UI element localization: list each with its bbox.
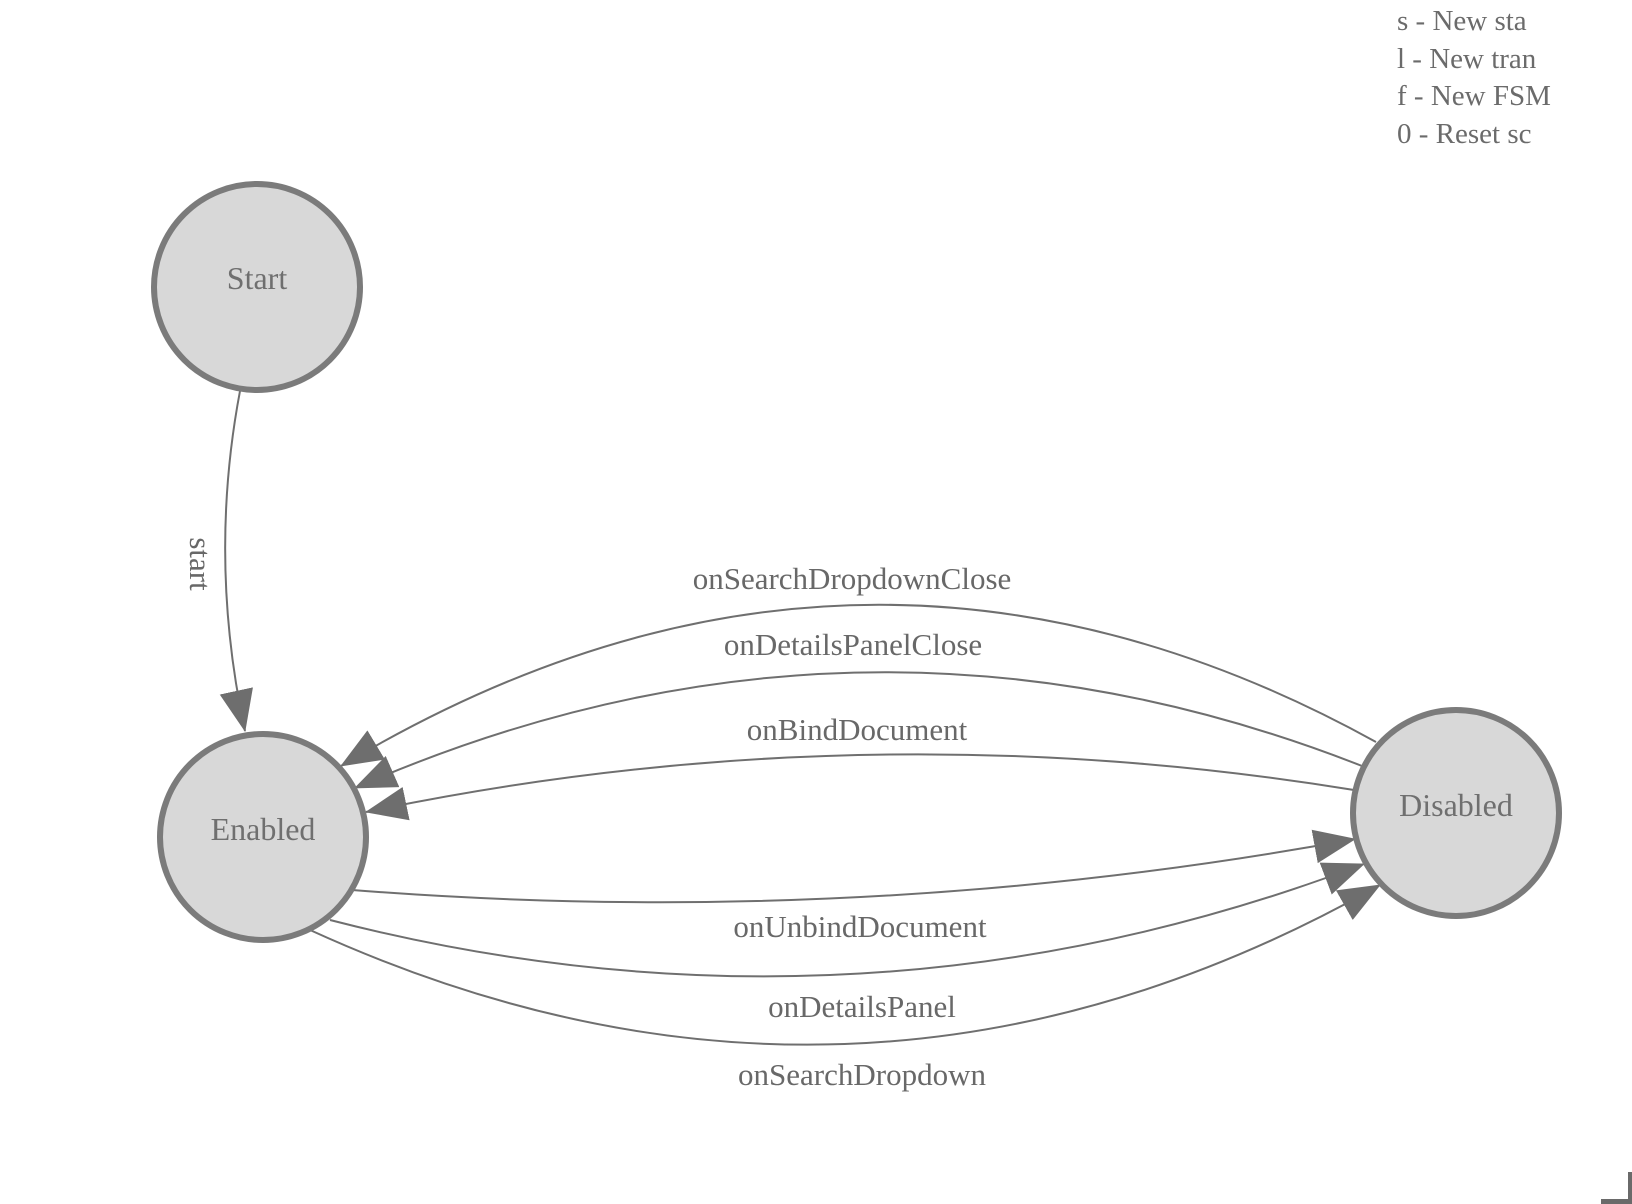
state-node-enabled[interactable]: Enabled	[157, 731, 369, 943]
shortcut-new-fsm: f - New FSM	[1397, 80, 1551, 112]
shortcut-new-transition: l - New tran	[1397, 42, 1537, 75]
corner-horizontal-bar	[1601, 1199, 1632, 1204]
transition-label-onSearchDropdown[interactable]: onSearchDropdown	[738, 1057, 986, 1092]
transition-label-onSearchDropdownClose[interactable]: onSearchDropdownClose	[693, 561, 1012, 596]
transition-label-onBindDocument[interactable]: onBindDocument	[747, 712, 968, 747]
transition-label-start[interactable]: start	[183, 537, 218, 591]
keyboard-shortcuts-legend: s - New sta l - New tran f - New FSM 0 -…	[1397, 3, 1632, 153]
edge-onUnbindDocument[interactable]	[351, 829, 1356, 904]
edge-onBindDocument[interactable]	[365, 753, 1355, 821]
shortcut-reset: 0 - Reset sc	[1397, 117, 1532, 150]
offscreen-widget-corner	[1601, 1172, 1632, 1204]
edge-start[interactable]	[219, 390, 253, 732]
edge-onSearchDropdown[interactable]	[309, 884, 1381, 1046]
transition-label-onUnbindDocument[interactable]: onUnbindDocument	[733, 909, 987, 944]
edge-onDetailsPanel[interactable]	[329, 862, 1365, 978]
state-circle-start[interactable]	[151, 181, 363, 393]
edge-onDetailsPanelClose[interactable]	[354, 671, 1363, 789]
edge-onSearchDropdownClose[interactable]	[340, 603, 1377, 767]
state-node-start[interactable]: Start	[151, 181, 363, 393]
state-circle-disabled[interactable]	[1350, 707, 1562, 919]
corner-vertical-bar	[1628, 1172, 1632, 1204]
state-circle-enabled[interactable]	[157, 731, 369, 943]
transition-label-onDetailsPanel[interactable]: onDetailsPanel	[768, 989, 956, 1024]
state-node-disabled[interactable]: Disabled	[1350, 707, 1562, 919]
shortcut-new-state: s - New sta	[1397, 5, 1527, 37]
transition-label-onDetailsPanelClose[interactable]: onDetailsPanelClose	[724, 627, 982, 662]
